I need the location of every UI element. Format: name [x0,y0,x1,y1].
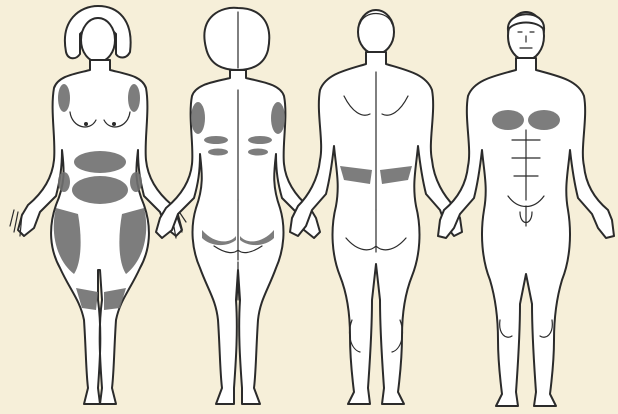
zone-abdomen-upper [74,151,126,173]
zone-back-roll-left-2 [208,149,228,156]
zone-flank-left [58,172,70,192]
zone-upper-arm-right [128,84,140,112]
zone-back-upper-arm-right [271,102,285,134]
zone-upper-arm-left [58,84,70,112]
female-front-figure [10,6,186,404]
zone-back-roll-left-1 [204,136,228,144]
female-front-nipple-left [84,122,88,126]
female-front-head [81,18,115,62]
zone-back-roll-right-2 [248,149,268,156]
male-front-figure [438,12,614,406]
male-back-head [358,10,394,54]
zone-chest-right [528,110,560,130]
zone-back-roll-right-1 [248,136,272,144]
zone-chest-left [492,110,524,130]
zone-abdomen-lower [72,176,128,204]
male-back-figure [290,10,462,404]
female-back-figure [156,8,320,404]
female-front-nipple-right [112,122,116,126]
female-back-hair [204,8,269,70]
male-front-body [438,58,614,406]
zone-flank-right [130,172,142,192]
zone-back-upper-arm-left [191,102,205,134]
